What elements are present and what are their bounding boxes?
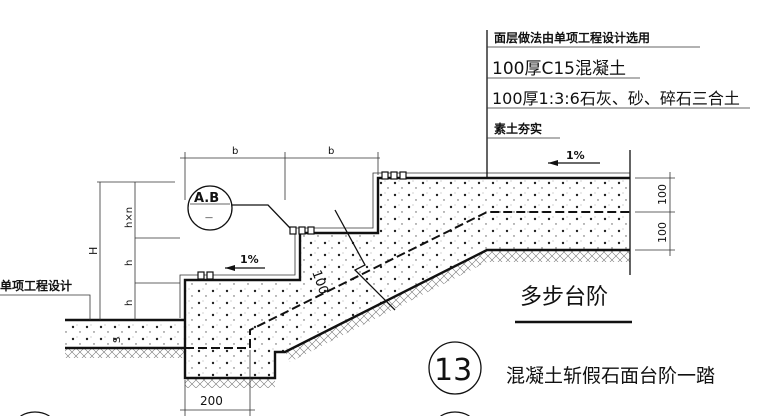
callout-sub: —: [205, 213, 213, 222]
detail-callout[interactable]: A.B —: [187, 185, 291, 231]
next-detail-circle-left: [20, 411, 50, 416]
detail-number: 13: [434, 353, 472, 388]
dim-base-width: 200: [200, 394, 223, 408]
finish-blocks: [197, 171, 407, 280]
left-note: 单项工程设计: [0, 278, 72, 293]
dim-hxn: h×n: [124, 207, 135, 228]
callout-ref: A.B: [194, 191, 219, 206]
drawing-title: 多步台阶: [520, 285, 608, 310]
break-line: [334, 209, 396, 311]
detail-number-circle: [428, 341, 482, 395]
note-layer1: 100厚C15混凝土: [492, 59, 626, 79]
note-layer2: 100厚1:3:6石灰、砂、碎石三合土: [492, 89, 740, 108]
next-detail-circle-right: [440, 411, 470, 416]
slope-top: 1%: [566, 149, 585, 162]
dim-H: H: [87, 247, 100, 255]
detail-caption: 混凝土斩假石面台阶一踏: [506, 365, 715, 387]
dim-right-bottom: 100: [656, 222, 669, 243]
dim-right-top: 100: [656, 184, 669, 205]
dim-h2: h: [124, 300, 135, 306]
dim-b1: b: [232, 146, 238, 157]
dim-h1: h: [124, 260, 135, 266]
foundation-outline: [183, 248, 630, 380]
dim-s: S: [112, 337, 123, 343]
concrete-steps: [185, 178, 630, 378]
left-slab: [65, 320, 185, 348]
note-layer3: 素土夯实: [494, 121, 542, 136]
note-header: 面层做法由单项工程设计选用: [494, 30, 650, 45]
layer-boundary: [185, 211, 630, 349]
slope-step: 1%: [240, 253, 259, 266]
dim-b2: b: [328, 146, 334, 157]
